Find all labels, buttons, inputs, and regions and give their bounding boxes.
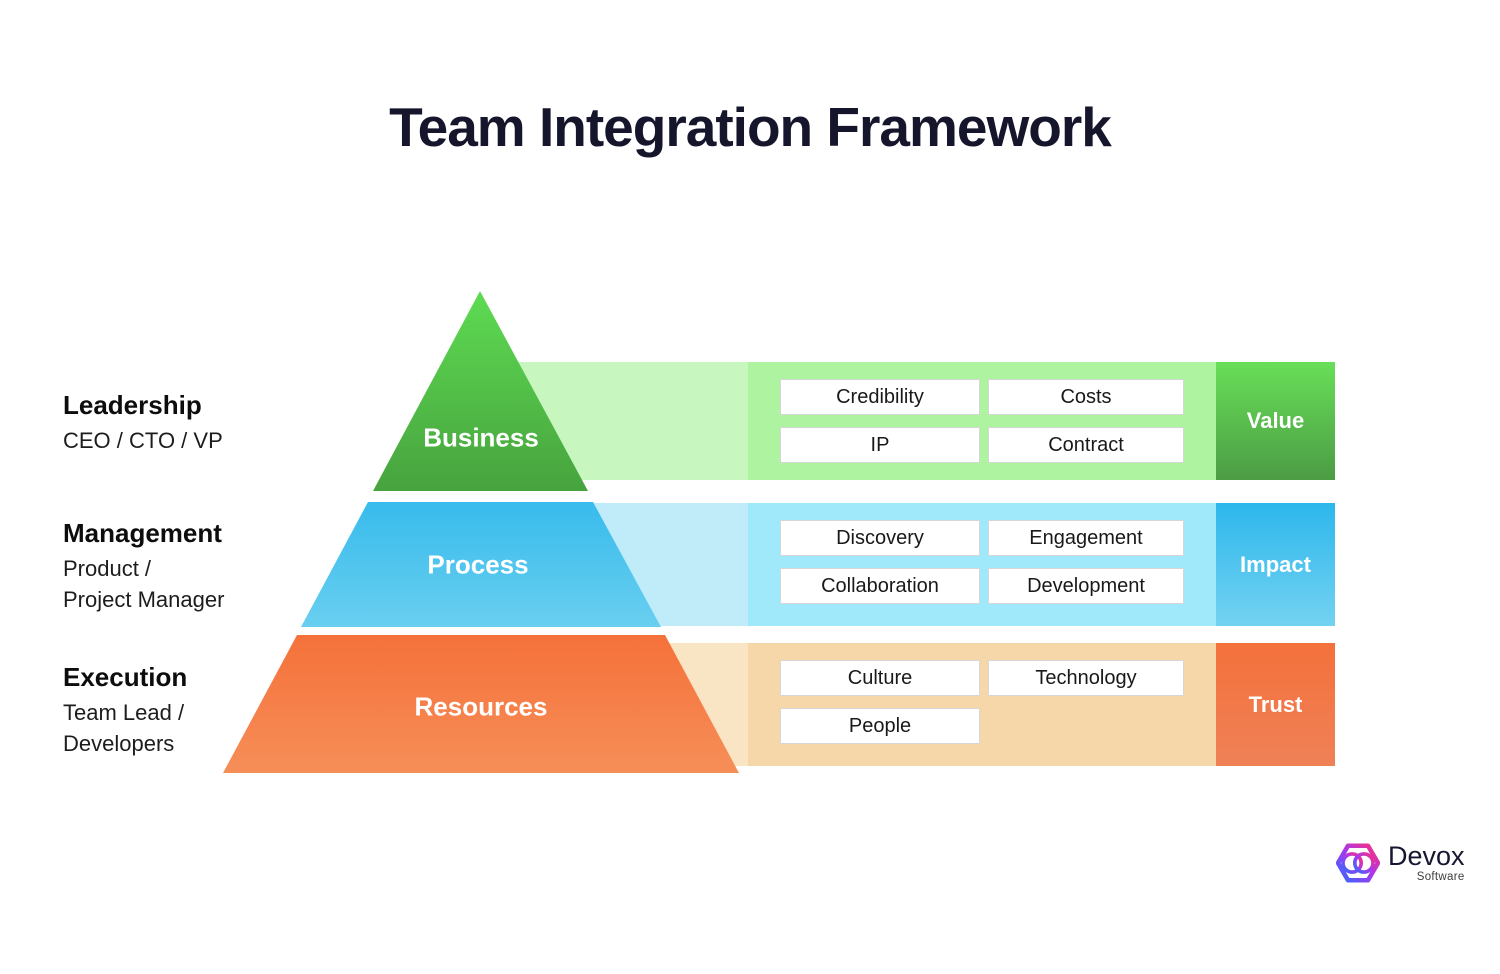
side-label-subline: Product / — [63, 556, 152, 581]
chip: People — [780, 708, 980, 744]
side-label-execution: Execution Team Lead / Developers — [63, 661, 187, 759]
chip: Culture — [780, 660, 980, 696]
brand-subtitle: Software — [1416, 871, 1465, 883]
brand-name: Devox — [1388, 841, 1465, 871]
chip: Costs — [988, 379, 1184, 415]
chip-panel-resources: Culture Technology People — [748, 643, 1216, 766]
side-label-subline: CEO / CTO / VP — [63, 428, 223, 453]
outcome-block-trust: Trust — [1216, 643, 1335, 766]
chip: Technology — [988, 660, 1184, 696]
outcome-block-value: Value — [1216, 362, 1335, 480]
chip: IP — [780, 427, 980, 463]
side-label-heading: Management — [63, 518, 222, 548]
chip: Credibility — [780, 379, 980, 415]
pyramid-label-process: Process — [427, 549, 529, 580]
side-label-subline: Project Manager — [63, 587, 225, 612]
chip: Engagement — [988, 520, 1184, 556]
chip-panel-process: Discovery Engagement Collaboration Devel… — [748, 503, 1216, 626]
chip: Development — [988, 568, 1184, 604]
pyramid-label-business: Business — [423, 422, 539, 453]
side-label-subline: Team Lead / — [63, 700, 185, 725]
side-label-management: Management Product / Project Manager — [63, 517, 224, 615]
chip: Collaboration — [780, 568, 980, 604]
pyramid-label-resources: Resources — [414, 691, 548, 722]
chip-panel-business: Credibility Costs IP Contract — [748, 362, 1216, 480]
chip: Discovery — [780, 520, 980, 556]
outcome-block-impact: Impact — [1216, 503, 1335, 626]
side-label-leadership: Leadership CEO / CTO / VP — [63, 389, 223, 456]
devox-logo-icon — [1336, 842, 1380, 883]
side-label-subline: Developers — [63, 731, 175, 756]
side-label-heading: Execution — [63, 662, 188, 692]
side-label-heading: Leadership — [63, 390, 202, 420]
page-title: Team Integration Framework — [389, 96, 1112, 158]
chip: Contract — [988, 427, 1184, 463]
brand-logo-text: Devox Software — [1388, 842, 1465, 883]
brand-logo: Devox Software — [1336, 842, 1465, 883]
